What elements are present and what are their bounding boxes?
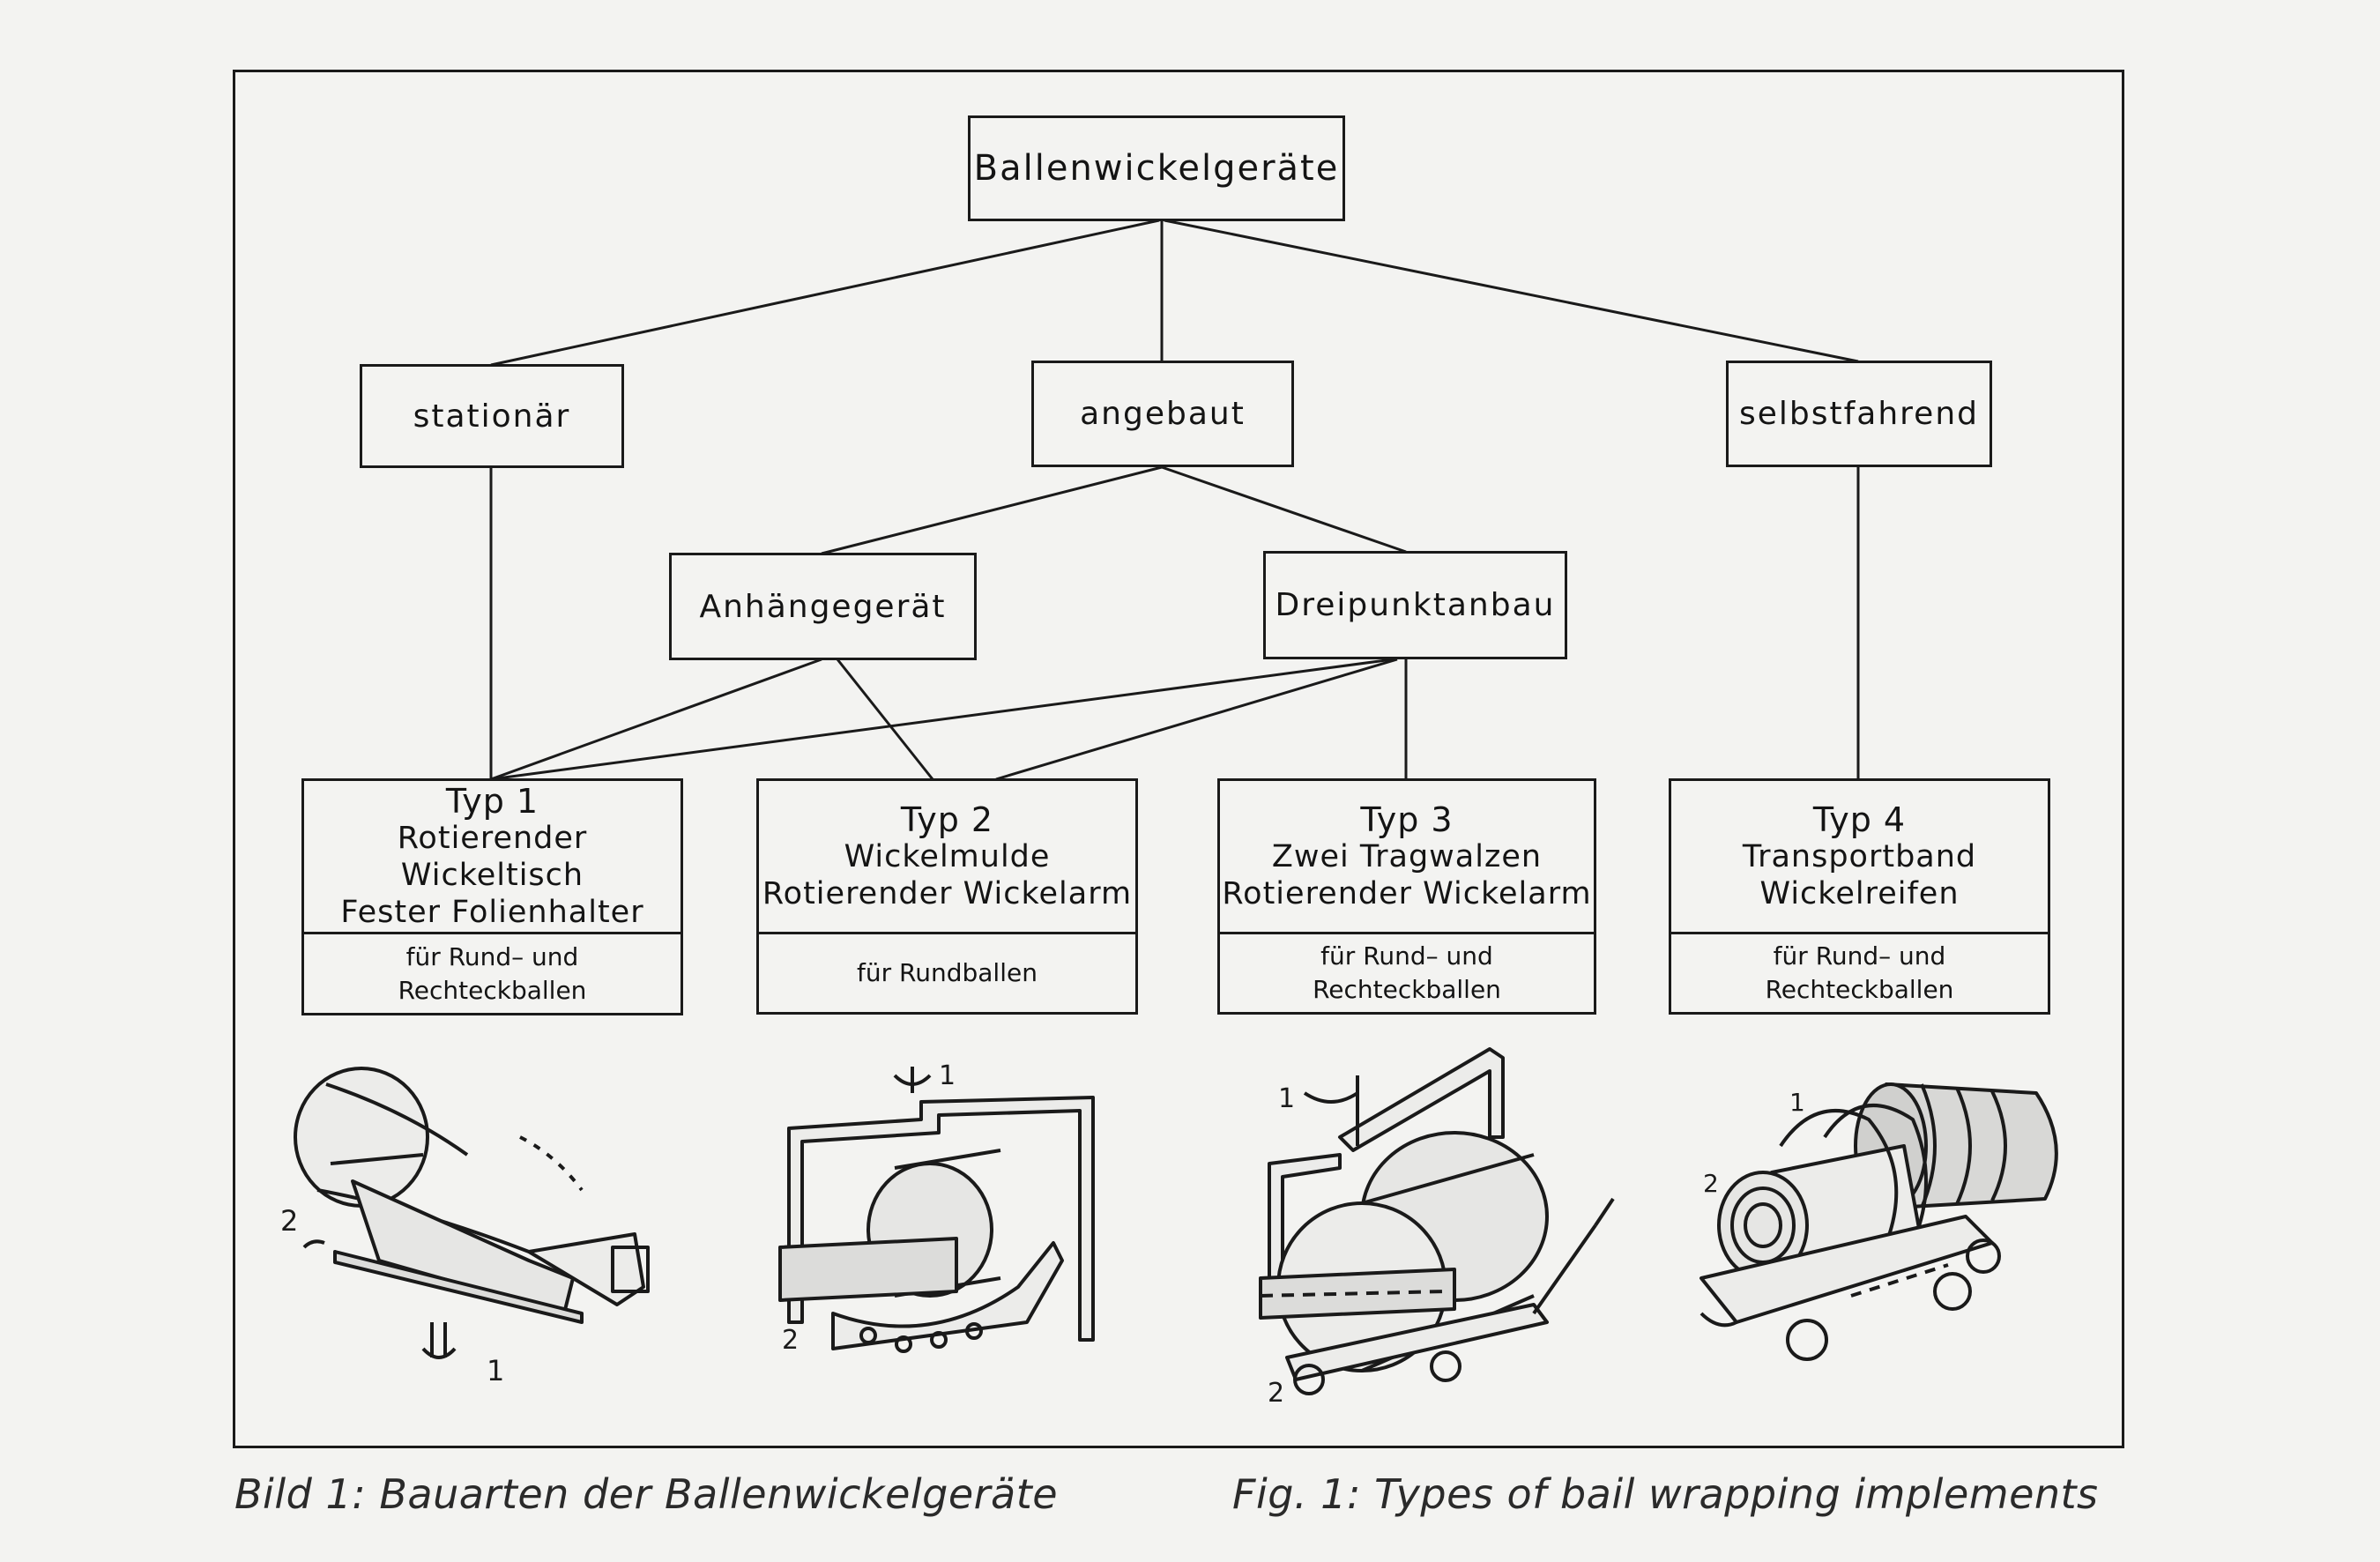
node-angebaut-label: angebaut (1080, 396, 1246, 432)
edge-root-selbstfahrend (1164, 219, 1859, 363)
node-dreipunktanbau: Dreipunktanbau (1263, 551, 1567, 659)
edge-dreipunkt-typ1 (490, 658, 1394, 781)
type-4-bottom1: für Rund– und (1773, 941, 1946, 971)
type-box-3-footer: für Rund– und Rechteckballen (1220, 934, 1594, 1012)
sketch-type4-label-a: 1 (1789, 1088, 1805, 1117)
edge-dreipunkt-typ2 (995, 658, 1398, 781)
type-3-bottom1: für Rund– und (1320, 941, 1493, 971)
caption-german: Bild 1: Bauarten der Ballenwickelgeräte (234, 1470, 1059, 1518)
edge-anhaenge-typ1 (490, 658, 822, 781)
diagram-frame (233, 70, 2124, 1448)
type-3-bottom2: Rechteckballen (1313, 975, 1501, 1004)
type-1-line1: Rotierender Wickeltisch (397, 820, 588, 893)
node-selbstfahrend: selbstfahrend (1726, 361, 1992, 467)
root-node: Ballenwickelgeräte (968, 115, 1345, 221)
type-1-line2: Fester Folienhalter (340, 894, 644, 930)
type-box-1: Typ 1 Rotierender Wickeltisch Fester Fol… (301, 778, 683, 1015)
type-box-1-header: Typ 1 Rotierender Wickeltisch Fester Fol… (304, 781, 681, 934)
node-anhaengegeraet: Anhängegerät (669, 553, 977, 660)
type-box-1-footer: für Rund– und Rechteckballen (304, 934, 681, 1013)
sketch-type3-illustration: 1 2 (1259, 1047, 1615, 1409)
type-1-bottom1: für Rund– und (405, 941, 579, 971)
sketch-type1-illustration: 2 1 (280, 1067, 650, 1387)
sketch-type1-label-b: 1 (487, 1354, 504, 1387)
type-2-line2: Rotierender Wickelarm (762, 875, 1133, 911)
sketch-type3-label-a: 1 (1278, 1083, 1295, 1114)
sketch-type1-label-a: 2 (280, 1204, 298, 1238)
type-4-title: Typ 4 (1812, 800, 1907, 839)
type-4-bottom2: Rechteckballen (1765, 975, 1954, 1004)
type-box-3: Typ 3 Zwei Tragwalzen Rotierender Wickel… (1217, 778, 1596, 1015)
edge-anhaenge-typ2 (836, 658, 934, 780)
type-box-4-header: Typ 4 Transportband Wickelreifen (1671, 781, 2048, 934)
node-dreipunktanbau-label: Dreipunktanbau (1275, 587, 1556, 623)
sketch-type2-illustration: 1 2 (778, 1060, 1095, 1356)
edge-angebaut-dreipunkt (1161, 465, 1407, 554)
edge-root-stationaer (490, 219, 1160, 367)
type-box-3-header: Typ 3 Zwei Tragwalzen Rotierender Wickel… (1220, 781, 1594, 934)
type-2-title: Typ 2 (900, 800, 994, 839)
type-2-bottom1: für Rundballen (857, 958, 1038, 987)
sketch-type2-label-b: 2 (782, 1325, 799, 1356)
node-selbstfahrend-label: selbstfahrend (1738, 396, 1979, 432)
sketch-type3-label-b: 2 (1268, 1378, 1284, 1409)
type-box-2-footer: für Rundballen (759, 934, 1135, 1012)
type-box-4: Typ 4 Transportband Wickelreifen für Run… (1669, 778, 2050, 1015)
node-stationaer-label: stationär (413, 398, 571, 435)
sketch-type4-illustration: 1 2 (1699, 1082, 2058, 1361)
caption-english: Fig. 1: Types of bail wrapping implement… (1232, 1470, 2099, 1518)
node-stationaer: stationär (360, 364, 624, 468)
node-angebaut: angebaut (1031, 361, 1294, 467)
root-label: Ballenwickelgeräte (973, 148, 1340, 189)
type-box-2-header: Typ 2 Wickelmulde Rotierender Wickelarm (759, 781, 1135, 934)
node-anhaengegeraet-label: Anhängegerät (699, 588, 947, 625)
type-3-title: Typ 3 (1360, 800, 1454, 839)
type-3-line2: Rotierender Wickelarm (1222, 875, 1592, 911)
type-4-line2: Wickelreifen (1759, 875, 1960, 911)
sketch-type4-label-b: 2 (1703, 1169, 1719, 1198)
sketch-type2-label-a: 1 (939, 1060, 956, 1091)
type-box-2: Typ 2 Wickelmulde Rotierender Wickelarm … (756, 778, 1138, 1015)
type-1-bottom2: Rechteckballen (398, 975, 587, 1005)
type-4-line1: Transportband (1742, 838, 1977, 874)
type-2-line1: Wickelmulde (844, 838, 1051, 874)
type-box-4-footer: für Rund– und Rechteckballen (1671, 934, 2048, 1012)
edge-angebaut-anhaenge (821, 465, 1163, 555)
type-3-line1: Zwei Tragwalzen (1271, 838, 1543, 874)
type-1-title: Typ 1 (445, 781, 539, 821)
